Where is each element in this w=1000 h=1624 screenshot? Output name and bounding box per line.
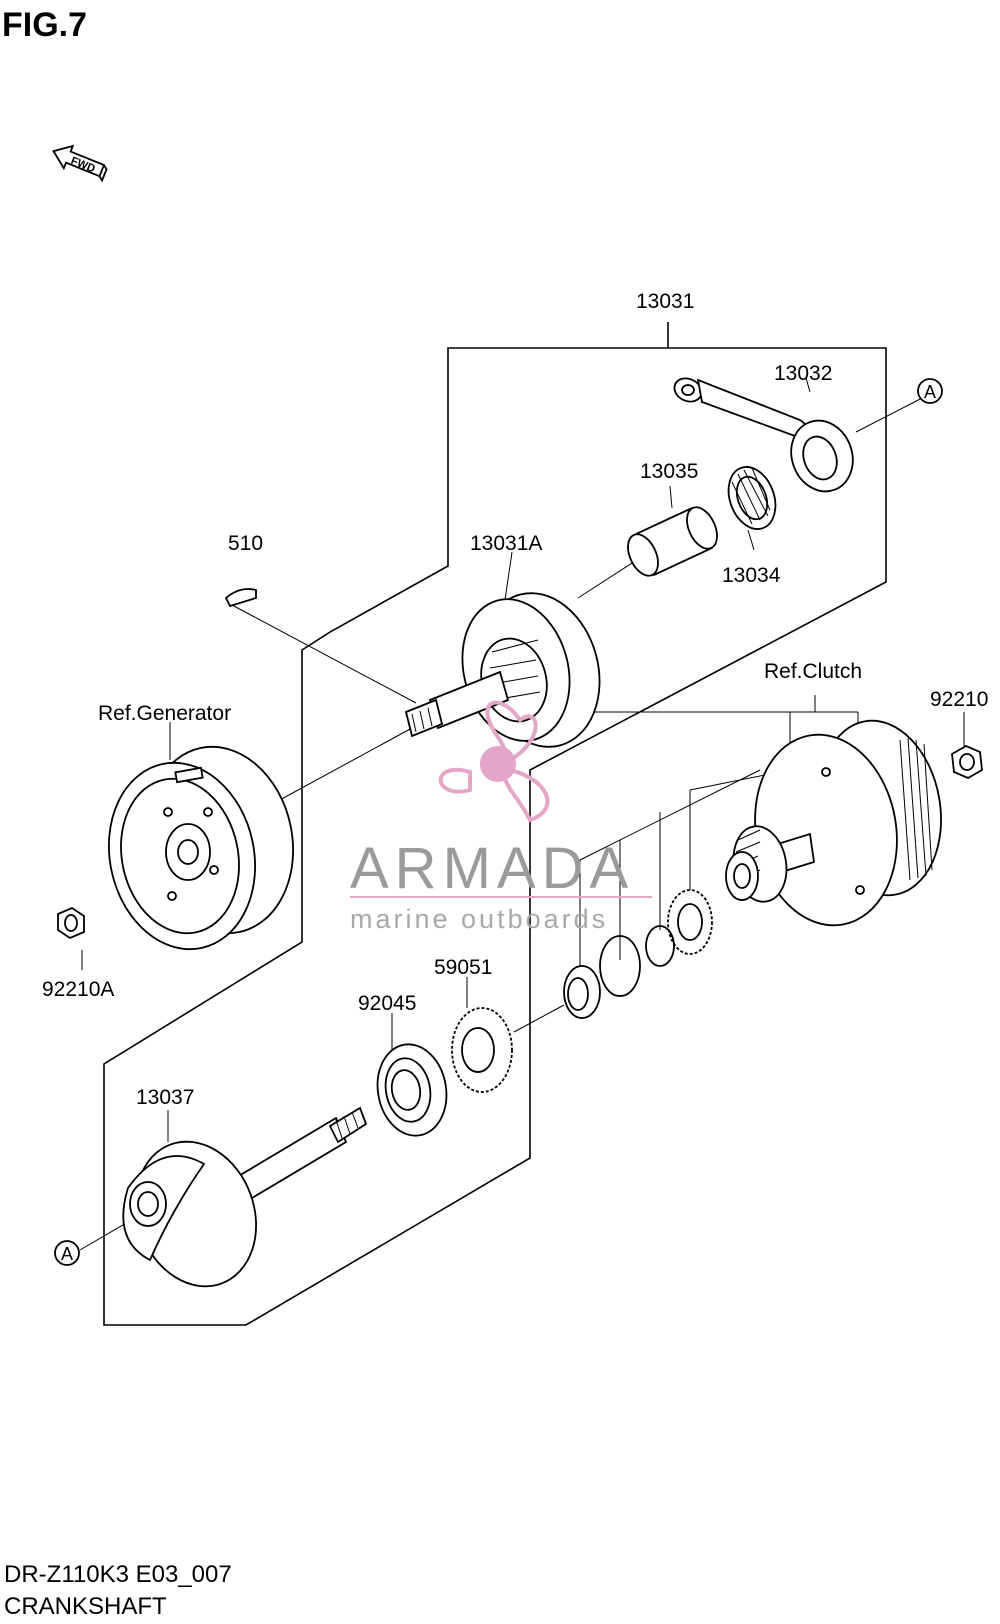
fwd-arrow-icon: FWD [52, 144, 108, 183]
reference-mark-lower: A [54, 1240, 80, 1266]
callout-13037: 13037 [136, 1086, 194, 1109]
callout-ref-generator: Ref.Generator [98, 702, 231, 725]
reference-mark-upper-label: A [924, 382, 936, 402]
watermark-brand: ARMADA [350, 836, 634, 901]
snap-ring [599, 935, 641, 997]
fwd-label: FWD [69, 155, 97, 176]
callout-13031: 13031 [636, 290, 694, 313]
callout-92210: 92210 [930, 688, 988, 711]
spacer [563, 965, 601, 1019]
woodruff-key [224, 588, 257, 608]
needle-bearing [727, 466, 777, 530]
callout-13032: 13032 [774, 362, 832, 385]
callout-13031a: 13031A [470, 532, 542, 555]
callout-92045: 92045 [358, 992, 416, 1015]
figure-title: FIG.7 [2, 6, 87, 44]
ball-bearing [376, 1043, 448, 1137]
clutch-assembly [725, 719, 942, 927]
section-title: CRANKSHAFT [4, 1593, 167, 1620]
circlip [645, 925, 675, 967]
callout-ref-clutch: Ref.Clutch [764, 660, 862, 683]
crankshaft-left [404, 592, 601, 748]
callout-13035: 13035 [640, 460, 698, 483]
watermark-tagline: marine outboards [350, 904, 608, 934]
assembly-bracket [103, 322, 887, 1326]
connecting-rod [673, 377, 854, 493]
primary-gear [667, 889, 713, 955]
callout-92210a: 92210A [42, 978, 114, 1001]
callout-13034: 13034 [722, 564, 781, 587]
generator-nut [57, 906, 85, 940]
watermark: ARMADA marine outboards [350, 700, 652, 934]
leader-lines [79, 377, 965, 1251]
model-code: DR-Z110K3 E03_007 [4, 1561, 232, 1588]
reference-mark-upper: A [917, 378, 943, 404]
crankshaft-right [122, 1106, 368, 1288]
generator-rotor [108, 745, 294, 951]
crank-pin [627, 506, 718, 577]
propeller-logo-icon [438, 700, 550, 823]
drive-gear [451, 1007, 513, 1093]
reference-mark-lower-label: A [61, 1244, 73, 1264]
callout-510: 510 [228, 532, 263, 555]
callout-59051: 59051 [434, 956, 492, 979]
clutch-nut [951, 744, 983, 780]
